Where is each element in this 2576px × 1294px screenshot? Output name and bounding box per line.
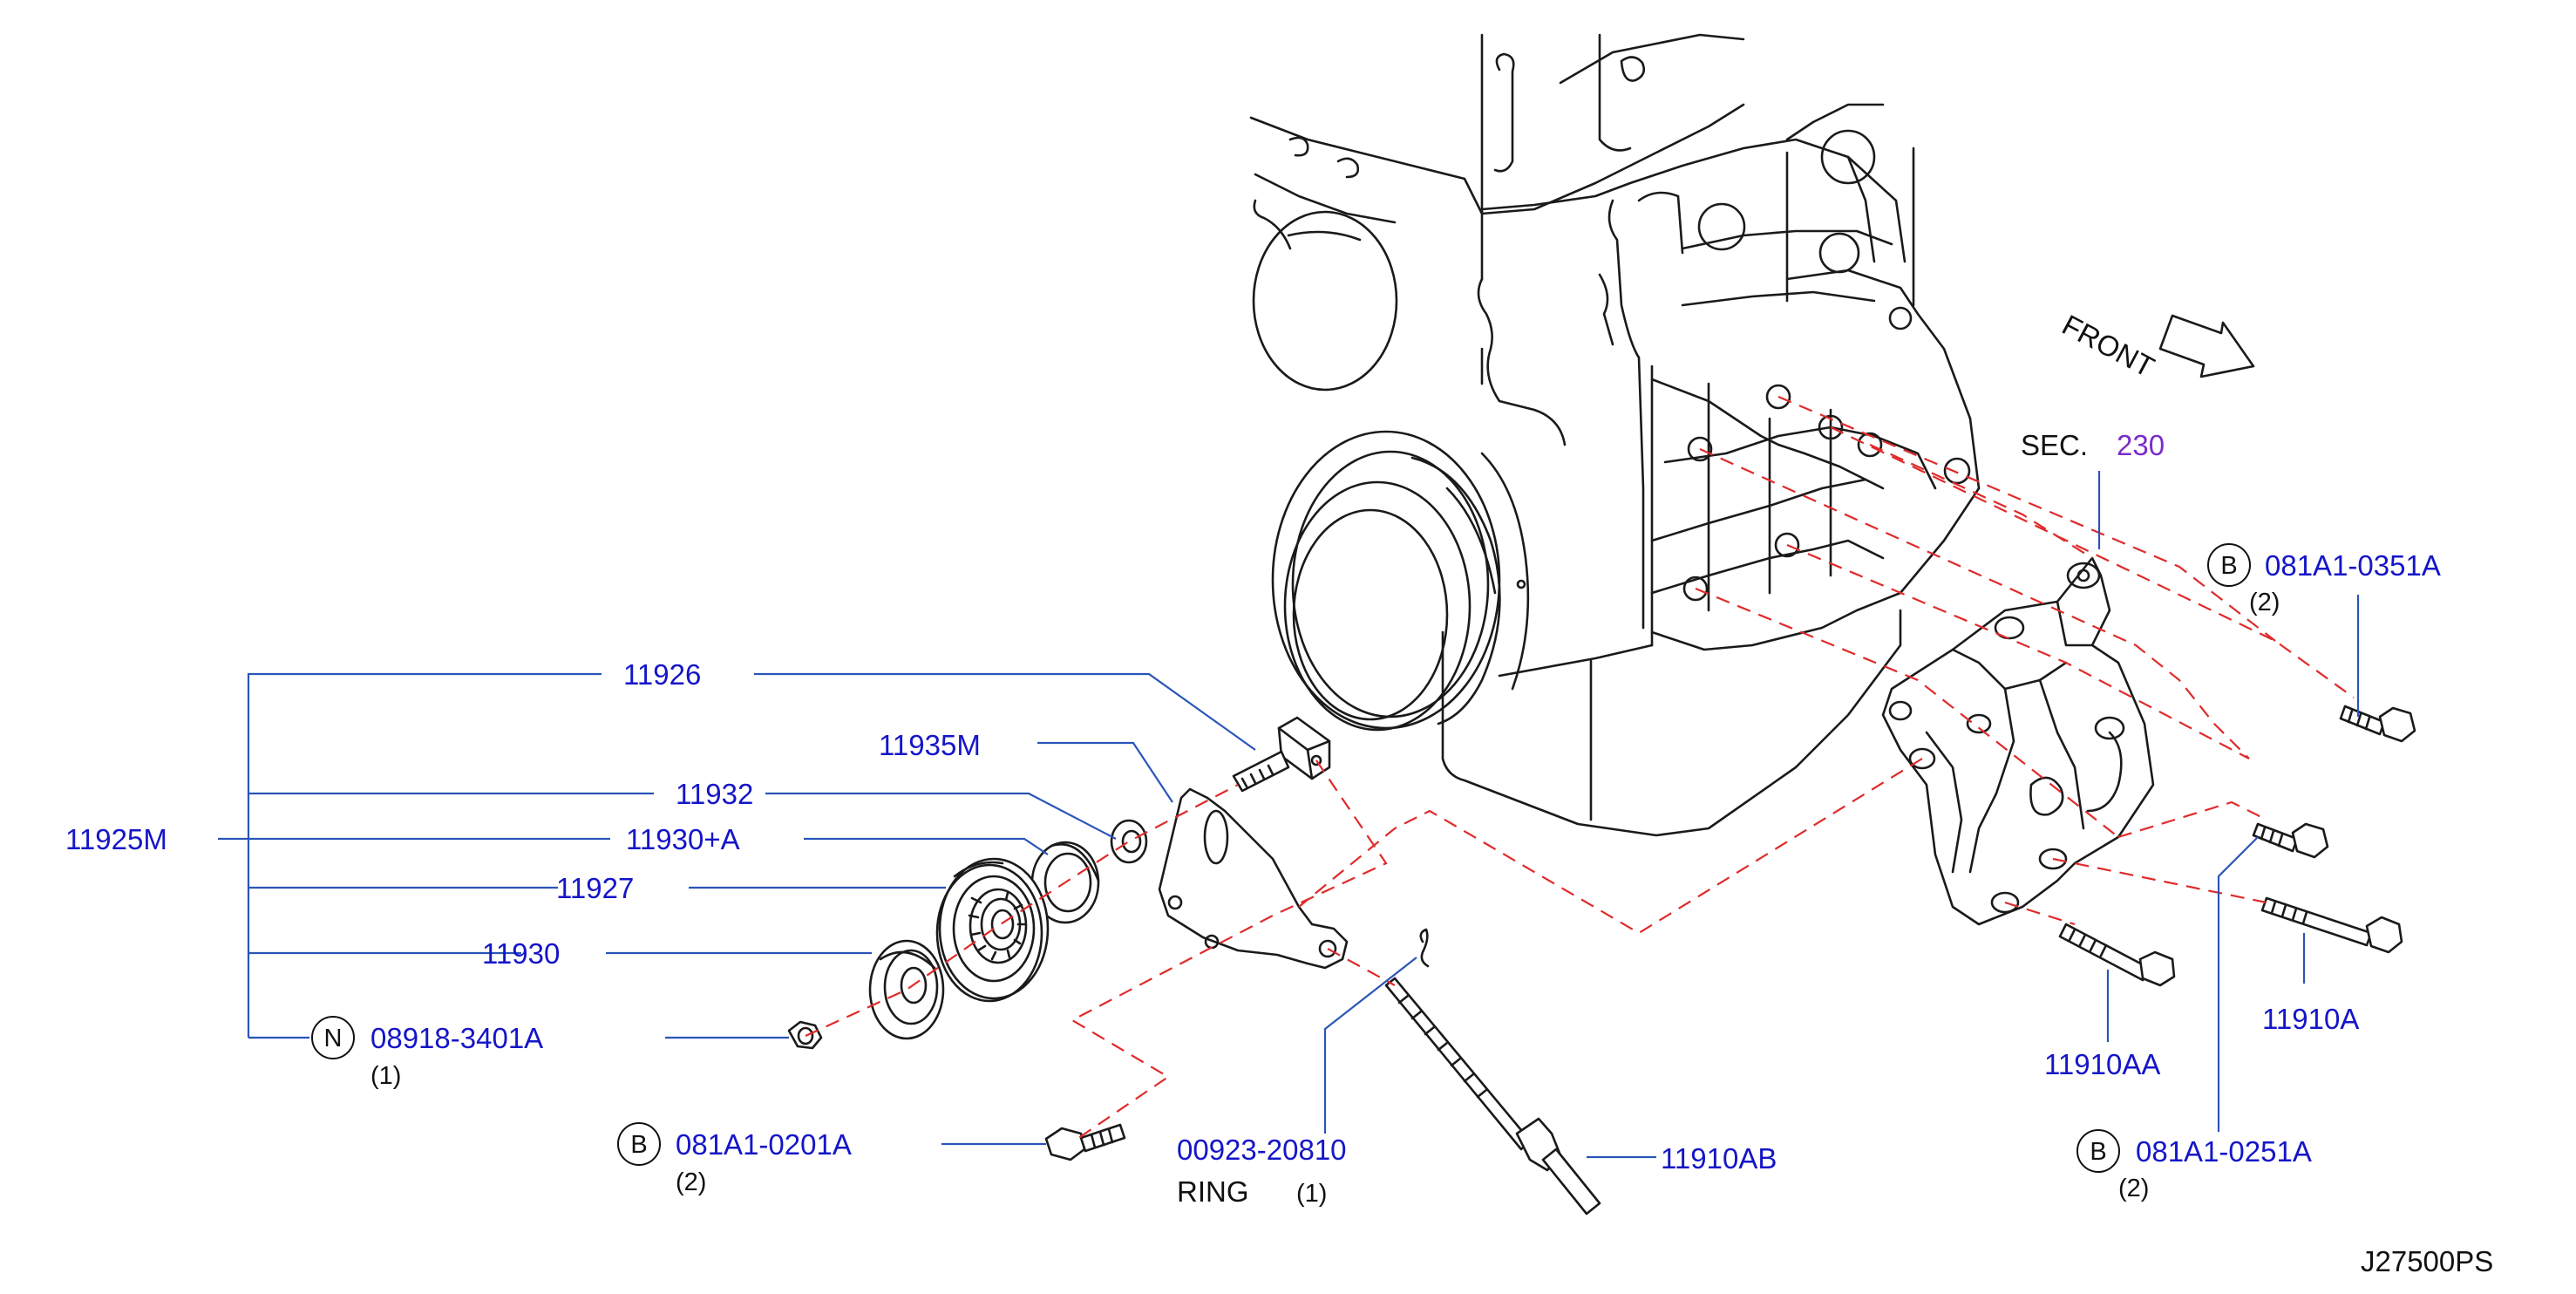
engine-block-drawing bbox=[1249, 33, 1981, 837]
qty-nut: (1) bbox=[370, 1062, 401, 1090]
qty-bolt-0351: (2) bbox=[2249, 589, 2280, 616]
callout-11925m: 11925M bbox=[65, 823, 167, 855]
qty-bolt-0251: (2) bbox=[2118, 1175, 2149, 1202]
prefix-b-circle-0351 bbox=[2207, 543, 2251, 587]
prefix-b-circle-0251 bbox=[2076, 1129, 2120, 1173]
callout-11927: 11927 bbox=[556, 872, 634, 904]
idler-parts-drawing bbox=[787, 314, 2416, 1216]
callout-11935m: 11935M bbox=[879, 729, 981, 761]
front-label: FRONT bbox=[2057, 309, 2160, 384]
prefix-n: N bbox=[324, 1025, 343, 1052]
prefix-b-circle-0201 bbox=[617, 1122, 661, 1166]
section-prefix: SEC. bbox=[2021, 429, 2088, 461]
callout-11910ab: 11910AB bbox=[1661, 1142, 1777, 1175]
callout-081a1-0351a: 081A1-0351A bbox=[2265, 549, 2441, 582]
prefix-b-0351: B bbox=[2220, 552, 2237, 580]
callout-00923-20810: 00923-20810 bbox=[1177, 1134, 1347, 1166]
leader-lines bbox=[218, 471, 2360, 1159]
qty-ring: (1) bbox=[1296, 1180, 1327, 1208]
qty-bolt-0201: (2) bbox=[676, 1168, 706, 1196]
section-number[interactable]: 230 bbox=[2117, 429, 2165, 461]
prefix-n-circle bbox=[311, 1016, 355, 1059]
prefix-b-0201: B bbox=[630, 1131, 647, 1159]
callout-081a1-0251a: 081A1-0251A bbox=[2136, 1135, 2312, 1168]
callout-11926: 11926 bbox=[623, 658, 701, 691]
callout-11910aa: 11910AA bbox=[2044, 1048, 2160, 1080]
diagram-code: J27500PS bbox=[2361, 1245, 2493, 1277]
callout-11930-a: 11930+A bbox=[626, 823, 740, 855]
prefix-b-0251: B bbox=[2090, 1138, 2106, 1166]
callout-11932: 11932 bbox=[676, 778, 753, 810]
ring-label: RING bbox=[1177, 1175, 1249, 1208]
callout-081a1-0201a: 081A1-0201A bbox=[676, 1128, 852, 1161]
assembly-dashed-lines bbox=[805, 395, 2355, 1143]
alternator-bracket-drawing bbox=[1881, 556, 2155, 926]
callout-11930: 11930 bbox=[482, 937, 560, 970]
callout-labels: 11925M 11926 11935M 11932 11930+A 11927 … bbox=[65, 309, 2493, 1277]
callout-08918-3401a: 08918-3401A bbox=[370, 1022, 543, 1054]
callout-11910a: 11910A bbox=[2262, 1003, 2359, 1035]
